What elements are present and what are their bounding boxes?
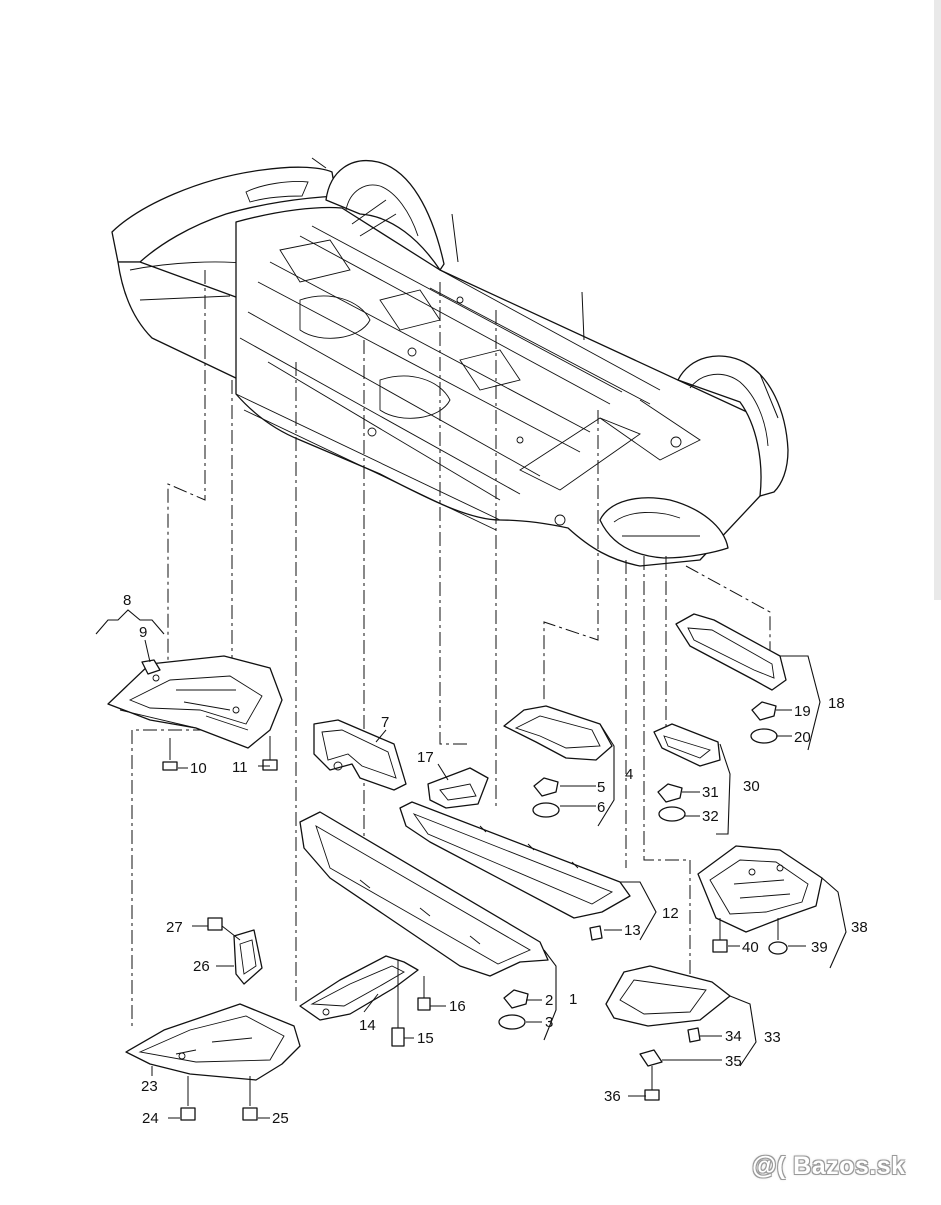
heat-shield-14: [299, 955, 419, 1021]
callout-3: 3: [545, 1014, 553, 1031]
callout-35: 35: [725, 1053, 742, 1070]
callout-38: 38: [851, 919, 868, 936]
callout-15: 15: [417, 1030, 434, 1047]
callout-13: 13: [624, 922, 641, 939]
callout-labels: 1 2 3 4 5 6 7 8 9 10 11 12 13 14 15 16 1…: [123, 592, 868, 1127]
callout-36: 36: [604, 1088, 621, 1105]
callout-10: 10: [190, 760, 207, 777]
assembly-lines: [131, 270, 771, 1030]
heat-shield-18: [675, 613, 787, 691]
callout-12: 12: [662, 905, 679, 922]
heat-shield-7: [313, 719, 407, 791]
callout-32: 32: [702, 808, 719, 825]
shield-33: [605, 965, 731, 1027]
callout-19: 19: [794, 703, 811, 720]
callout-8: 8: [123, 592, 131, 609]
callout-23: 23: [141, 1078, 158, 1095]
callout-39: 39: [811, 939, 828, 956]
callout-40: 40: [742, 939, 759, 956]
callout-31: 31: [702, 784, 719, 801]
side-trim-1: [299, 811, 549, 977]
callout-34: 34: [725, 1028, 742, 1045]
underbody-panel-8: [107, 655, 283, 749]
screw-10: [162, 738, 178, 771]
callout-9: 9: [139, 624, 147, 641]
watermark-logo: @( Bazos.sk: [752, 1152, 906, 1180]
callout-27: 27: [166, 919, 183, 936]
shield-4: [503, 705, 613, 761]
callout-1: 1: [569, 991, 577, 1008]
underbody-panel-23: [125, 1003, 301, 1081]
callout-5: 5: [597, 779, 605, 796]
callout-25: 25: [272, 1110, 289, 1127]
leader-lines: [95, 609, 847, 1119]
car-underbody: [111, 157, 789, 567]
shield-30: [653, 723, 721, 767]
callout-4: 4: [625, 766, 633, 783]
callout-17: 17: [417, 749, 434, 766]
callout-2: 2: [545, 992, 553, 1009]
side-trim-12: [399, 801, 631, 919]
fasteners: [180, 701, 788, 1121]
callout-7: 7: [381, 714, 389, 731]
callout-26: 26: [193, 958, 210, 975]
right-edge-strip: [934, 0, 941, 600]
bracket-17: [427, 767, 489, 809]
callout-33: 33: [764, 1029, 781, 1046]
callout-6: 6: [597, 799, 605, 816]
callout-24: 24: [142, 1110, 159, 1127]
callout-30: 30: [743, 778, 760, 795]
callout-18: 18: [828, 695, 845, 712]
callout-16: 16: [449, 998, 466, 1015]
callout-14: 14: [359, 1017, 376, 1034]
callout-11: 11: [232, 759, 248, 776]
underbody-panel-38: [697, 845, 823, 933]
bracket-26: [233, 929, 263, 985]
callout-20: 20: [794, 729, 811, 746]
screw-11: [262, 736, 278, 771]
